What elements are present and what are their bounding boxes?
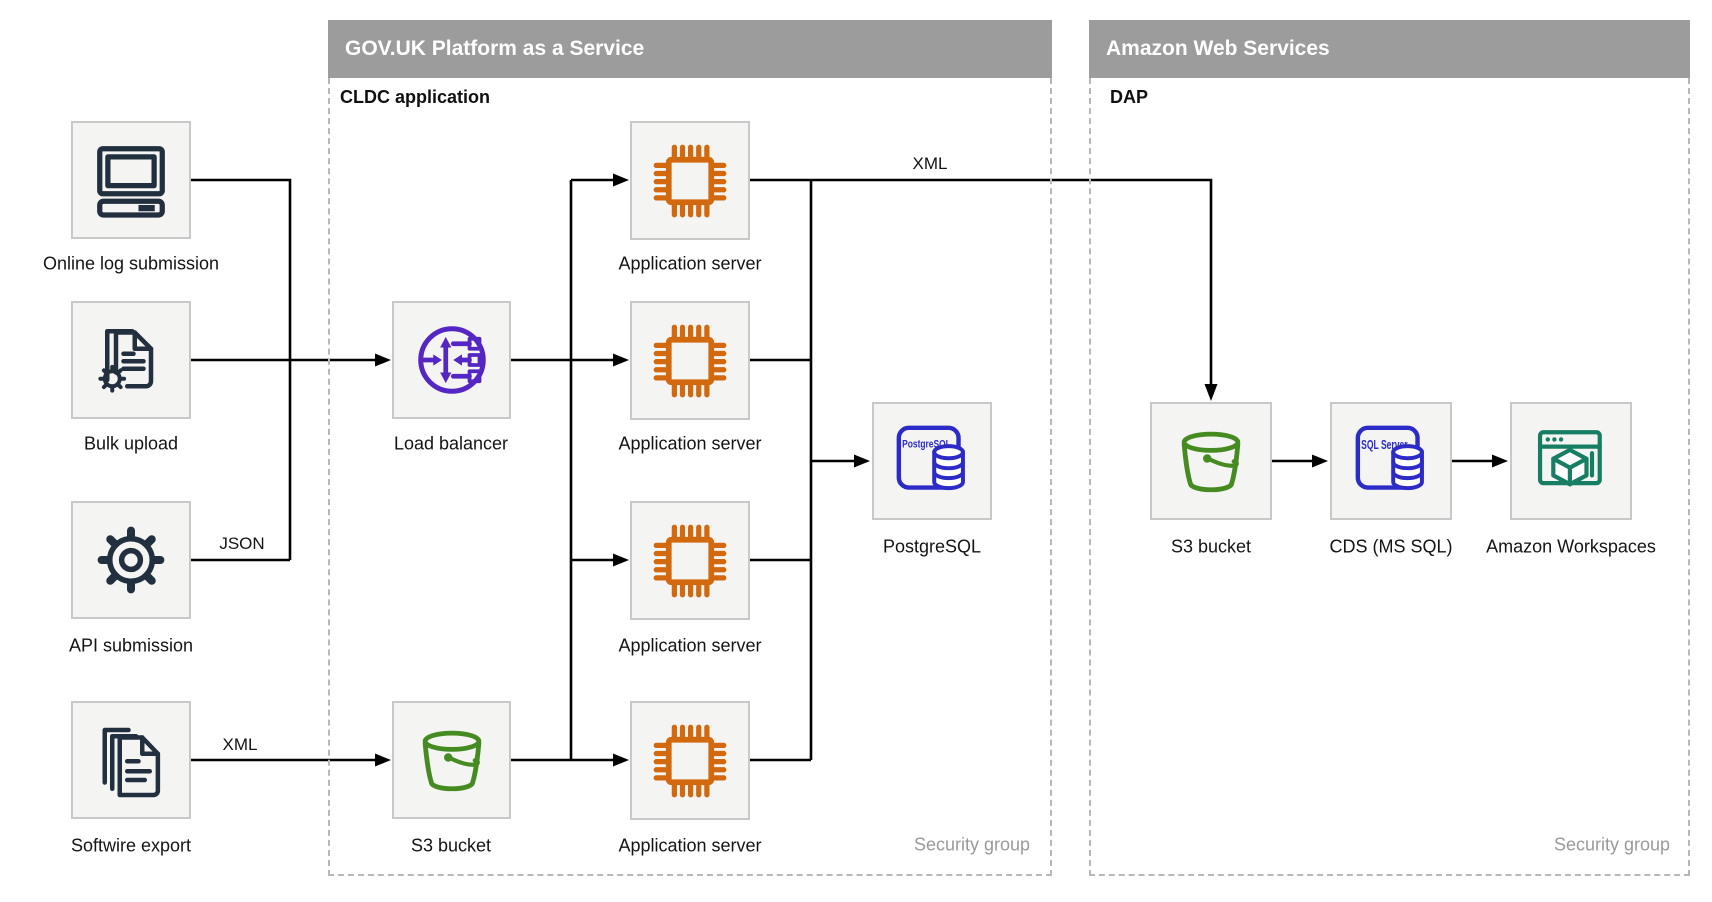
arrowhead-into-s3: [375, 753, 391, 767]
node-label: S3 bucket: [1170, 536, 1252, 557]
edge-online-and-json-junction: [191, 178, 292, 562]
paas-container-header: GOV.UK Platform as a Service: [328, 20, 1052, 78]
node-cds-mssql: SQL Server: [1330, 402, 1452, 520]
node-api-submission: [71, 501, 191, 619]
node-amazon-workspaces: [1510, 402, 1632, 520]
documents-stack-icon: [91, 720, 171, 800]
chip-icon: [650, 321, 730, 401]
arrowhead-into-postgresql: [854, 454, 870, 468]
xml-edge-label-aws: XML: [912, 154, 948, 173]
aws-container-title: Amazon Web Services: [1106, 37, 1330, 60]
aws-container-border: [1089, 78, 1690, 876]
node-label: Online log submission: [42, 253, 220, 274]
node-label: CDS (MS SQL): [1329, 536, 1453, 557]
paas-security-group-label: Security group: [913, 834, 1030, 855]
load-balancer-icon: [412, 320, 492, 400]
sql-server-database-icon: SQL Server: [1349, 419, 1433, 503]
arrowhead-into-app4: [613, 753, 629, 767]
xml-edge-label-softwire: XML: [222, 735, 258, 754]
node-load-balancer: [392, 301, 511, 419]
node-label: Amazon Workspaces: [1486, 536, 1656, 557]
node-label: Application server: [618, 635, 762, 656]
json-edge-label: JSON: [219, 534, 265, 553]
arrowhead-into-aws-s3: [1204, 384, 1218, 401]
node-application-server-2: [630, 301, 750, 420]
edge-xml-to-aws: [750, 178, 1213, 384]
chip-icon: [650, 141, 730, 221]
arrowhead-into-loadbalancer: [375, 353, 391, 367]
node-label: Load balancer: [393, 433, 509, 454]
node-label: Bulk upload: [83, 433, 179, 454]
bucket-icon: [412, 720, 492, 800]
arrowhead-into-cds: [1312, 454, 1328, 468]
paas-container-border: [328, 78, 1052, 876]
node-softwire-export: [71, 701, 191, 819]
node-label: Application server: [618, 433, 762, 454]
paas-subtitle: CLDC application: [340, 87, 491, 107]
node-label: Application server: [618, 253, 762, 274]
chip-icon: [650, 521, 730, 601]
aws-container-header: Amazon Web Services: [1089, 20, 1690, 78]
bucket-icon: [1171, 421, 1251, 501]
aws-security-group-label: Security group: [1553, 834, 1670, 855]
document-gear-icon: [91, 320, 171, 400]
node-online-log-submission: [71, 121, 191, 239]
node-application-server-4: [630, 701, 750, 820]
workspaces-icon: [1529, 419, 1613, 503]
gear-icon: [91, 520, 171, 600]
node-application-server-1: [630, 121, 750, 240]
node-label: S3 bucket: [410, 835, 492, 856]
aws-subtitle: DAP: [1110, 87, 1149, 107]
paas-container-title: GOV.UK Platform as a Service: [345, 37, 645, 60]
node-s3-bucket-paas: [392, 701, 511, 819]
node-s3-bucket-aws: [1150, 402, 1272, 520]
chip-icon: [650, 721, 730, 801]
node-postgresql: PostgreSQL: [872, 402, 992, 520]
node-bulk-upload: [71, 301, 191, 419]
arrowhead-into-workspaces: [1492, 454, 1508, 468]
node-label: PostgreSQL: [882, 536, 982, 557]
postgresql-database-icon: PostgreSQL: [890, 419, 974, 503]
arrowhead-into-app3: [613, 553, 629, 567]
node-label: Softwire export: [70, 835, 192, 856]
computer-icon: [91, 140, 171, 220]
node-application-server-3: [630, 501, 750, 620]
node-label: API submission: [68, 635, 194, 656]
node-label: Application server: [618, 835, 762, 856]
edge-app-output-bus: [750, 180, 854, 762]
arrowhead-into-app2: [613, 353, 629, 367]
edge-loadbalancer-bus: [511, 178, 613, 762]
arrowhead-into-app1: [613, 173, 629, 187]
